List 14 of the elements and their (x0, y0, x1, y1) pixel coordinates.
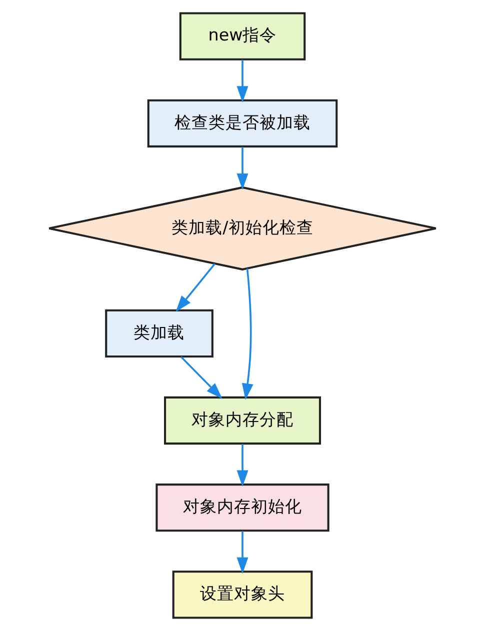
arrow (180, 356, 222, 399)
arrow (242, 268, 254, 400)
arrow (236, 531, 248, 574)
arrow (176, 263, 216, 312)
node-box: 对象内存分配 (164, 396, 321, 445)
node-box: new指令 (179, 12, 306, 60)
arrow (236, 146, 248, 190)
node-box: 检查类是否被加载 (147, 99, 338, 148)
arrow (236, 444, 248, 487)
arrow (236, 60, 248, 102)
node-diamond: 类加载/初始化检查 (48, 186, 437, 270)
node-box: 设置对象头 (172, 570, 313, 619)
node-box: 对象内存初始化 (156, 484, 330, 532)
node-box: 类加载 (105, 309, 214, 358)
